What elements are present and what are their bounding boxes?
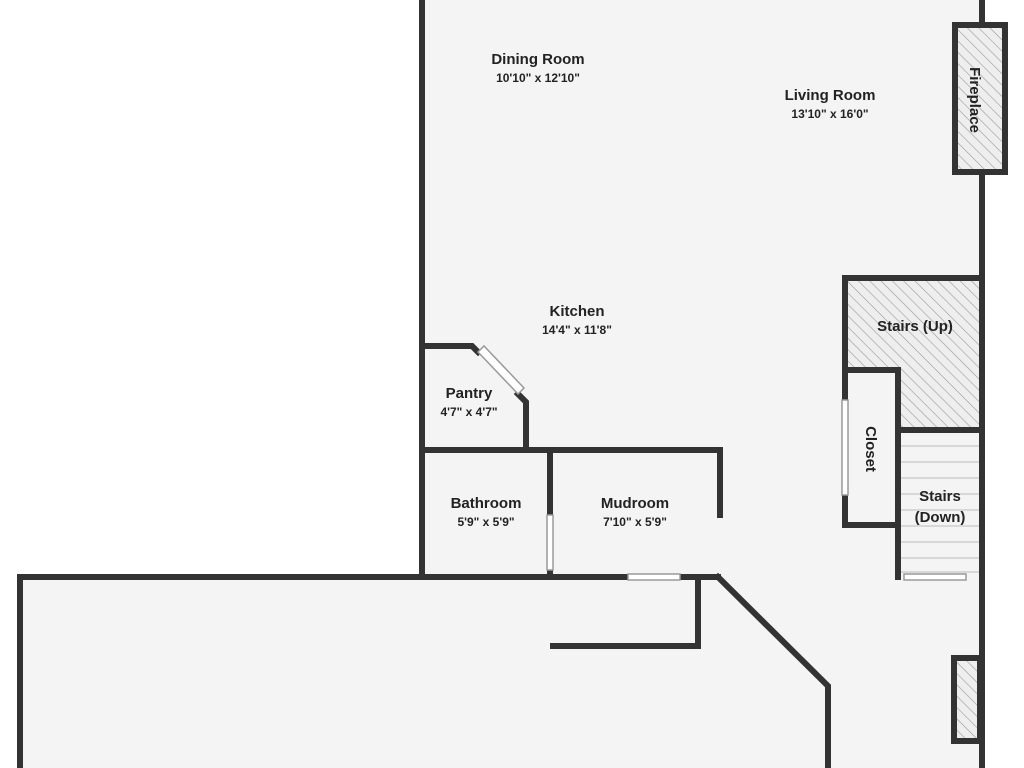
dining-room-name: Dining Room (491, 51, 584, 68)
stairs-up-area (845, 278, 980, 430)
stairs-up-label: Stairs (Up) (877, 318, 953, 335)
room-labels: Dining Room 10'10" x 12'10" Living Room … (440, 51, 875, 529)
kitchen-dims: 14'4" x 11'8" (542, 323, 612, 337)
wall-pantry-right (513, 389, 529, 453)
wall-pantry (419, 343, 483, 357)
stairs-down: Stairs (Down) (898, 432, 980, 577)
bath-door[interactable] (546, 514, 554, 571)
stairs-up: Stairs (Up) (845, 278, 980, 430)
wall-closet (842, 367, 901, 580)
closet-door[interactable] (841, 399, 849, 496)
stairs-down-label-line2: (Down) (915, 509, 966, 526)
walls (17, 0, 985, 768)
fireplace: Fireplace (952, 22, 1008, 175)
stairs-down-label-line1: Stairs (919, 488, 961, 505)
closet-area (845, 370, 898, 525)
stairs-down-area (898, 432, 980, 577)
lower-floor (20, 577, 425, 768)
living-room-name: Living Room (785, 87, 876, 104)
living-room-dims: 13'10" x 16'0" (791, 107, 868, 121)
fireplace-label: Fireplace (966, 67, 983, 133)
mudroom-door[interactable] (627, 573, 681, 581)
dining-room-dims: 10'10" x 12'10" (496, 71, 580, 85)
stair-treads (898, 445, 980, 573)
lower-hall-floor (422, 577, 828, 768)
wall-lower-angle (713, 572, 831, 768)
pantry-door[interactable] (476, 344, 526, 396)
openings (476, 344, 967, 581)
mudroom-name: Mudroom (601, 495, 669, 512)
wall-lower-closet (550, 574, 701, 649)
pantry-name: Pantry (446, 385, 493, 402)
mudroom-dims: 7'10" x 5'9" (603, 515, 667, 529)
bathroom-name: Bathroom (451, 495, 522, 512)
chimney (951, 655, 983, 744)
pantry-dims: 4'7" x 4'7" (440, 405, 497, 419)
bathroom-dims: 5'9" x 5'9" (457, 515, 514, 529)
closet: Closet (845, 370, 898, 525)
stairs-door[interactable] (903, 573, 967, 581)
kitchen-name: Kitchen (549, 303, 604, 320)
closet-label: Closet (862, 426, 879, 472)
